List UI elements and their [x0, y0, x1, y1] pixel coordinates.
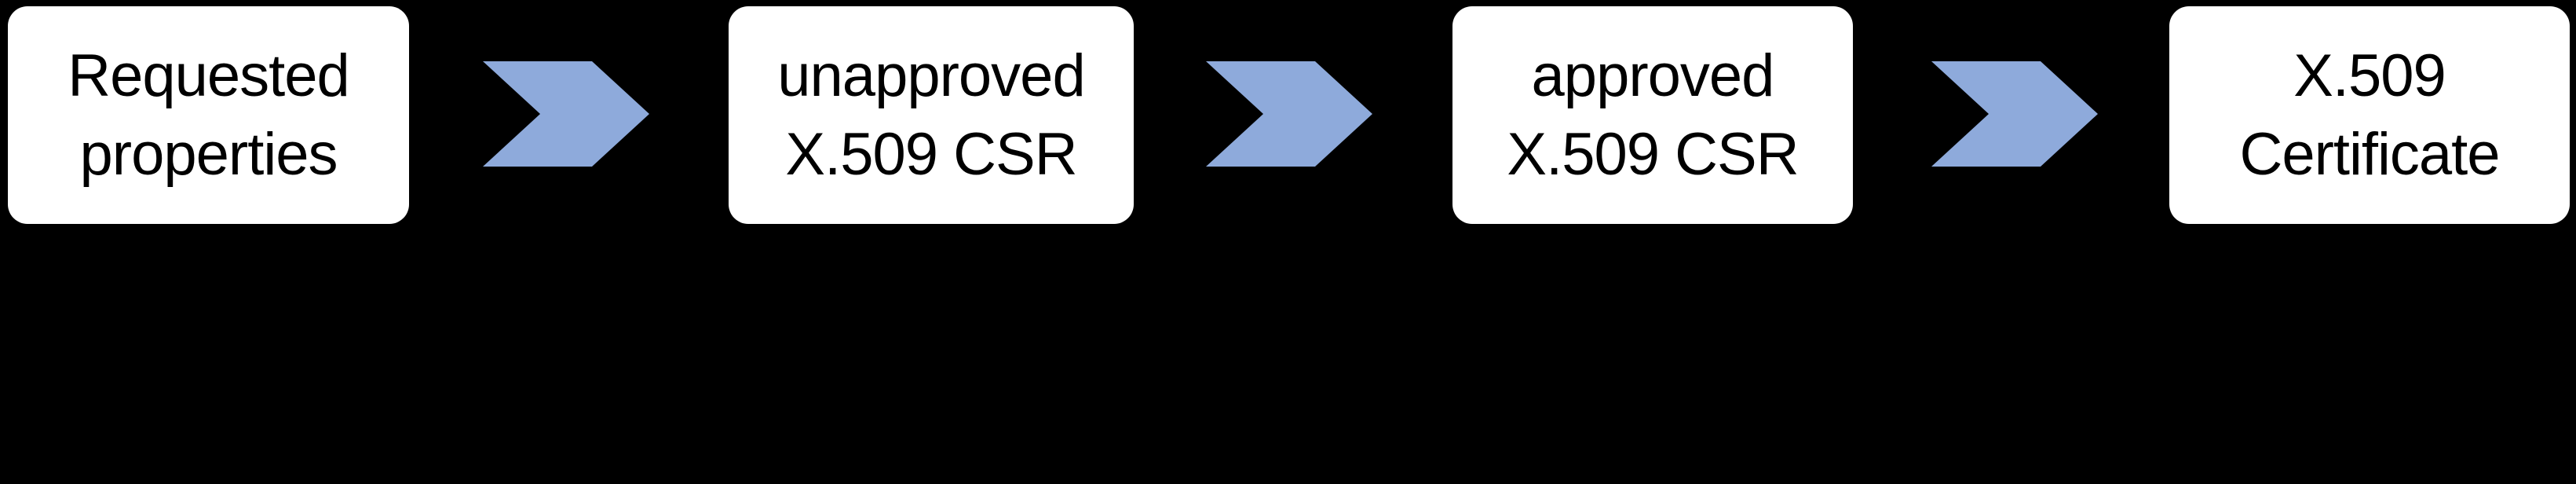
step-label-line2: Certificate	[2239, 120, 2500, 188]
step-label-line1: unapproved	[777, 42, 1085, 109]
step-label-line2: X.509 CSR	[785, 120, 1077, 188]
step-label-line1: Requested	[68, 42, 350, 109]
step-label-line1: X.509	[2293, 42, 2446, 109]
chevron-right-icon	[483, 61, 649, 167]
step-label-line1: approved	[1531, 42, 1775, 109]
flow-step-approved-csr: approved X.509 CSR	[1452, 6, 1853, 224]
flow-step-requested-properties: Requested properties	[8, 6, 409, 224]
chevron-right-icon	[1206, 61, 1372, 167]
flow-step-unapproved-csr: unapproved X.509 CSR	[729, 6, 1134, 224]
step-label-line2: properties	[79, 120, 338, 188]
chevron-right-icon	[1931, 61, 2098, 167]
step-label-line2: X.509 CSR	[1507, 120, 1799, 188]
flow-step-certificate: X.509 Certificate	[2169, 6, 2570, 224]
